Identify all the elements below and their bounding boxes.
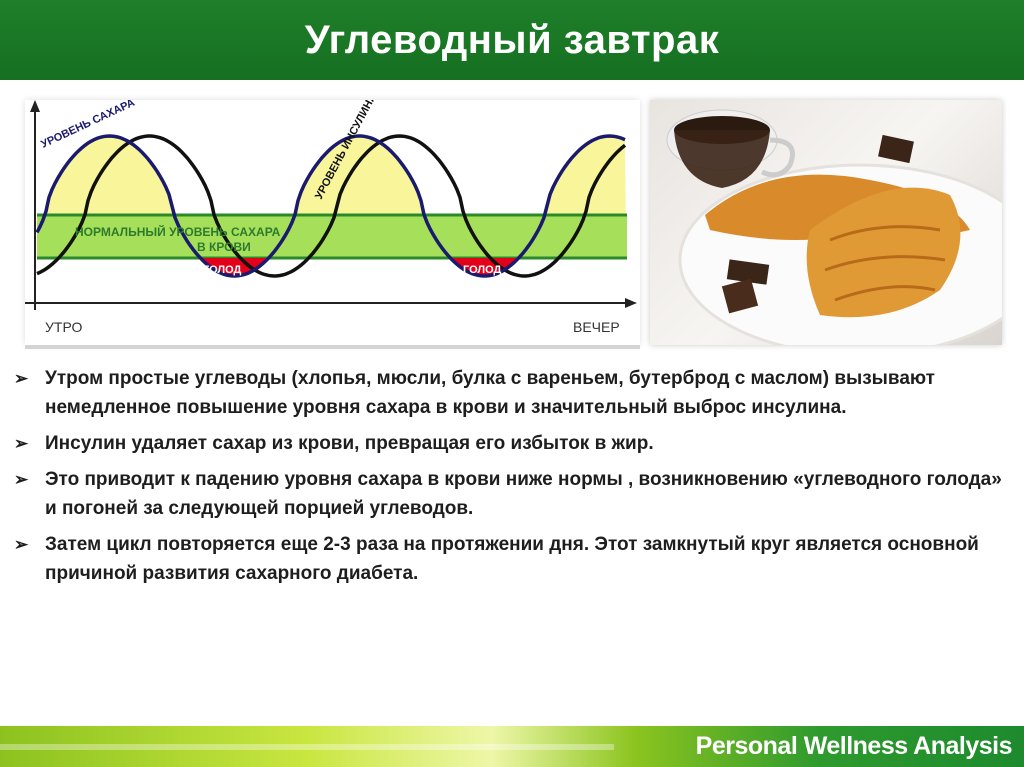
- bullet-item: ➢ Это приводит к падению уровня сахара в …: [14, 465, 1014, 523]
- arrow-right-icon: ➢: [14, 434, 29, 453]
- bullet-item: ➢ Затем цикл повторяется еще 2-3 раза на …: [14, 530, 1014, 588]
- above-norm-area: [37, 136, 627, 215]
- bullet-text: Затем цикл повторяется еще 2-3 раза на п…: [45, 534, 979, 584]
- arrow-right-icon: ➢: [14, 535, 29, 554]
- bullet-text: Это приводит к падению уровня сахара в к…: [45, 469, 1002, 519]
- normal-level-label: НОРМАЛЬНЫЙ УРОВЕНЬ САХАРА: [75, 224, 281, 239]
- bullet-list: ➢ Утром простые углеводы (хлопья, мюсли, …: [14, 364, 1014, 595]
- sugar-insulin-diagram: УТРО ВЕЧЕР НОРМАЛЬНЫЙ УРОВЕНЬ САХАРА В К…: [25, 91, 640, 345]
- slide-title: Углеводный завтрак: [304, 17, 720, 62]
- slide-header: Углеводный завтрак: [0, 0, 1024, 80]
- x-axis-arrow-icon: [625, 298, 637, 308]
- arrow-right-icon: ➢: [14, 369, 29, 388]
- footer-brand: Personal Wellness Analysis: [695, 732, 1013, 760]
- sugar-curve: [35, 134, 626, 278]
- bullet-text: Утром простые углеводы (хлопья, мюсли, б…: [45, 368, 935, 418]
- coffee-croissant-photo: [650, 100, 1002, 345]
- bullet-item: ➢ Инсулин удаляет сахар из крови, превращ…: [14, 429, 1014, 458]
- x-start-label: УТРО: [45, 319, 82, 335]
- x-end-label: ВЕЧЕР: [573, 319, 620, 335]
- arrow-right-icon: ➢: [14, 470, 29, 489]
- insulin-curve: [36, 134, 627, 278]
- hunger-label-2: ГОЛОД: [463, 264, 502, 276]
- bullet-item: ➢ Утром простые углеводы (хлопья, мюсли, …: [14, 364, 1014, 422]
- hunger-label-1: ГОЛОД: [203, 264, 242, 276]
- diagram-svg: УТРО ВЕЧЕР НОРМАЛЬНЫЙ УРОВЕНЬ САХАРА В К…: [25, 91, 637, 335]
- normal-level-label-2: В КРОВИ: [197, 240, 251, 254]
- y-axis-arrow-icon: [30, 100, 40, 112]
- footer-banner: Personal Wellness Analysis: [0, 726, 1024, 767]
- hunger-area: [37, 258, 627, 276]
- bullet-text: Инсулин удаляет сахар из крови, превраща…: [45, 433, 654, 454]
